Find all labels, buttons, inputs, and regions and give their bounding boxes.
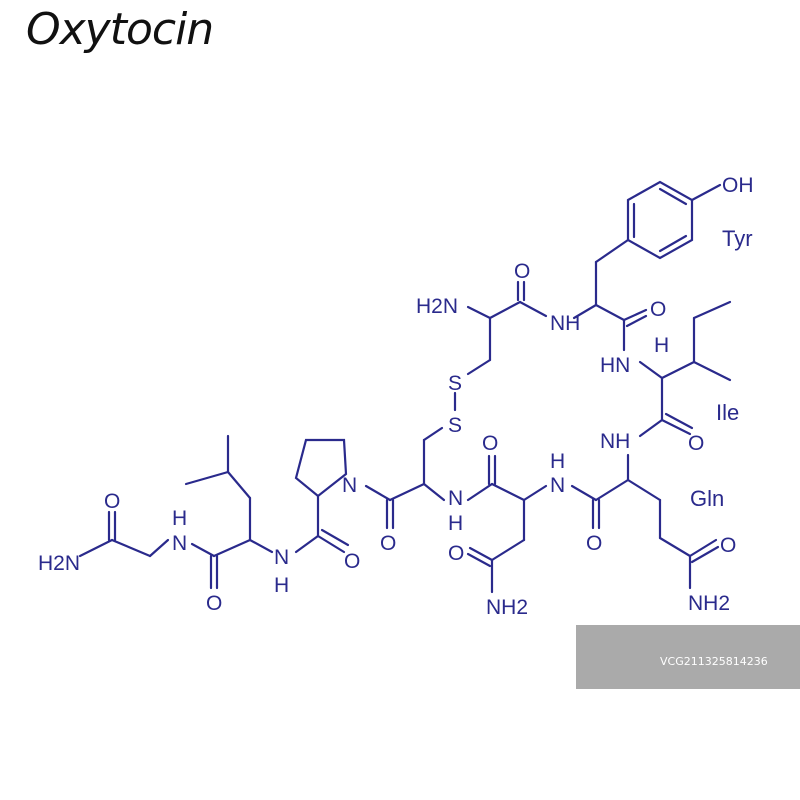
- label-n-leu: N: [274, 546, 289, 569]
- label-n-asn: N: [550, 474, 565, 497]
- label-h-leu-nh: H: [172, 507, 187, 530]
- label-h2n: H2N: [416, 295, 458, 318]
- label-o-cys6: O: [380, 532, 396, 555]
- label-h-leu: H: [274, 574, 289, 597]
- label-s2: S: [448, 414, 462, 437]
- tyr-ring: [594, 180, 722, 264]
- label-h-nh-asn: H: [550, 450, 565, 473]
- label-nh2-asn: NH2: [486, 596, 528, 619]
- label-n-cys6: N: [448, 487, 463, 510]
- label-nh-tyr: NH: [550, 312, 580, 335]
- label-nh2-gln: NH2: [688, 592, 730, 615]
- label-o-leu: O: [206, 592, 222, 615]
- backbone-top: [422, 260, 648, 442]
- label-oh: OH: [722, 174, 754, 197]
- label-o-gly: O: [104, 490, 120, 513]
- residue-ile: Ile: [716, 400, 739, 425]
- label-o-cys: O: [514, 260, 530, 283]
- residue-gln: Gln: [690, 486, 724, 511]
- label-o-ile: O: [688, 432, 704, 455]
- label-o-gln-side: O: [720, 534, 736, 557]
- label-h2n-gly: H2N: [38, 552, 80, 575]
- atom-labels: OH H2N O NH O H HN S S NH O O N H N N H …: [38, 174, 754, 619]
- label-o-tyr: O: [650, 298, 666, 321]
- label-o-asn: O: [482, 432, 498, 455]
- watermark-id: VCG211325814236: [660, 655, 768, 668]
- label-n-gly: N: [172, 532, 187, 555]
- label-o-pro: O: [344, 550, 360, 573]
- residue-tyr: Tyr: [722, 226, 753, 251]
- label-h-cys6: H: [448, 512, 463, 535]
- label-hn-ile: HN: [600, 354, 630, 377]
- leu-gly: [78, 434, 274, 590]
- watermark-logo: [576, 625, 800, 689]
- label-nh-gln: NH: [600, 430, 630, 453]
- label-o-gln: O: [586, 532, 602, 555]
- cys-pro: [294, 438, 446, 554]
- label-h-ile: H: [654, 334, 669, 357]
- page-title: Oxytocin: [26, 4, 214, 55]
- label-o-asn-side: O: [448, 542, 464, 565]
- asn-residue: [466, 454, 548, 594]
- label-n-pro: N: [342, 474, 357, 497]
- backbone-right: [570, 300, 732, 590]
- label-s1: S: [448, 372, 462, 395]
